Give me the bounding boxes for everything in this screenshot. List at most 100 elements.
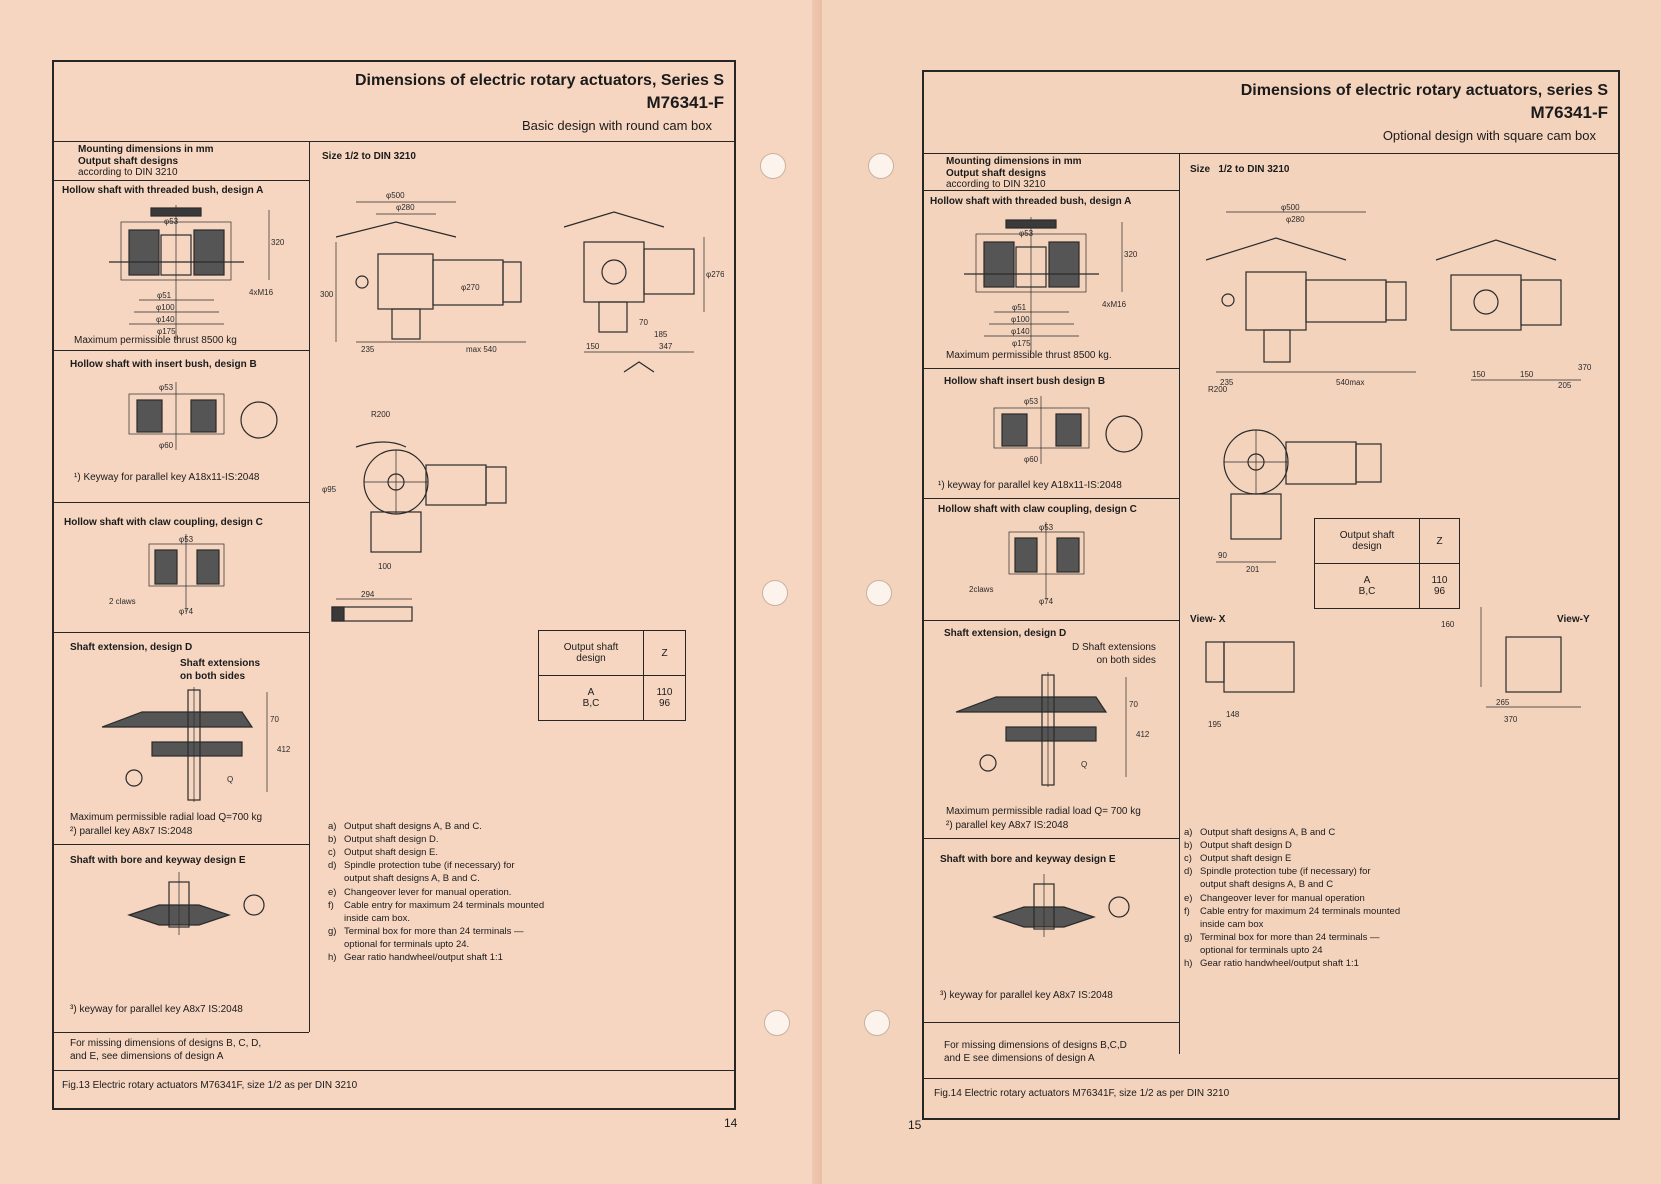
svg-text:φ53: φ53 bbox=[164, 217, 179, 226]
note-text: Output shaft designs A, B and C bbox=[1200, 827, 1336, 838]
svg-text:347: 347 bbox=[659, 342, 673, 351]
note-item: g) Terminal box for more than 24 terminal… bbox=[328, 925, 628, 951]
svg-text:φ276: φ276 bbox=[706, 270, 724, 279]
note-item: c) Output shaft design E. bbox=[328, 846, 628, 859]
note-text: Terminal box for more than 24 terminals … bbox=[1200, 931, 1380, 956]
punch-hole bbox=[760, 153, 786, 179]
right-actuator-side-view: φ500 φ280 235 540max 150 150 205 370 bbox=[1205, 203, 1592, 390]
svg-text:φ280: φ280 bbox=[1286, 215, 1305, 224]
note-text: Output shaft design D. bbox=[344, 834, 439, 846]
left-spindle-tube-drawing: 294 bbox=[331, 590, 413, 622]
note-key: h) bbox=[328, 952, 337, 964]
note-item: a) Output shaft designs A, B and C bbox=[1184, 826, 1484, 839]
note-key: a) bbox=[1184, 827, 1193, 838]
svg-text:70: 70 bbox=[1129, 700, 1138, 709]
svg-text:90: 90 bbox=[1218, 551, 1227, 560]
punch-hole bbox=[868, 153, 894, 179]
svg-text:370: 370 bbox=[1578, 363, 1592, 372]
svg-text:148: 148 bbox=[1226, 710, 1240, 719]
note-item: f)Cable entry for maximum 24 terminals m… bbox=[1184, 905, 1484, 931]
right-design-d-note2: ²) parallel key A8x7 IS:2048 bbox=[946, 820, 1069, 831]
svg-text:Q: Q bbox=[227, 775, 233, 784]
svg-text:φ60: φ60 bbox=[159, 441, 174, 450]
svg-text:300: 300 bbox=[320, 290, 334, 299]
right-model: M76341-F bbox=[1530, 103, 1608, 122]
right-page-number: 15 bbox=[908, 1118, 922, 1132]
note-item: a)Output shaft designs A, B and C. bbox=[328, 820, 628, 833]
note-item: b) Output shaft design D. bbox=[328, 833, 628, 846]
svg-text:φ60: φ60 bbox=[1024, 455, 1039, 464]
svg-text:φ500: φ500 bbox=[1281, 203, 1300, 212]
left-model: M76341-F bbox=[646, 93, 724, 112]
svg-text:φ53: φ53 bbox=[159, 383, 174, 392]
right-design-b-drawing: φ53 φ60 bbox=[993, 396, 1143, 464]
note-key: g) bbox=[328, 925, 337, 937]
left-design-a-note: Maximum permissible thrust 8500 kg bbox=[74, 335, 237, 346]
svg-text:φ53: φ53 bbox=[1024, 397, 1039, 406]
note-key: b) bbox=[328, 834, 337, 846]
left-design-b-note: ¹) Keyway for parallel key A18x11-IS:204… bbox=[74, 472, 260, 483]
svg-text:φ500: φ500 bbox=[386, 191, 405, 200]
right-view-x-label: View- X bbox=[1190, 614, 1226, 625]
note-text: Output shaft design D bbox=[1200, 840, 1292, 852]
right-design-b-note: ¹) keyway for parallel key A18x11-IS:204… bbox=[938, 480, 1122, 491]
right-table-cell-z: 110 96 bbox=[1419, 563, 1460, 609]
svg-text:φ53: φ53 bbox=[1039, 523, 1054, 532]
right-page: Dimensions of electric rotary actuators,… bbox=[822, 0, 1661, 1184]
note-key: c) bbox=[328, 847, 336, 859]
left-design-a-title: Hollow shaft with threaded bush, design … bbox=[62, 185, 264, 196]
svg-text:2claws: 2claws bbox=[969, 585, 993, 594]
note-item: d)Spindle protection tube (if necessary)… bbox=[1184, 865, 1484, 891]
svg-text:φ51: φ51 bbox=[157, 291, 172, 300]
left-actuator-side-view: φ500 φ280 300 235 max 540 φ270 bbox=[320, 191, 526, 354]
svg-text:φ175: φ175 bbox=[157, 327, 176, 336]
svg-text:150: 150 bbox=[1472, 370, 1486, 379]
svg-text:R200: R200 bbox=[371, 410, 391, 419]
note-text: Output shaft design E. bbox=[344, 847, 439, 859]
left-title: Dimensions of electric rotary actuators,… bbox=[354, 72, 724, 89]
left-design-d-note2: ²) parallel key A8x7 IS:2048 bbox=[70, 826, 193, 837]
note-key: g) bbox=[1184, 931, 1193, 943]
left-design-d-note1: Maximum permissible radial load Q=700 kg bbox=[70, 812, 263, 823]
note-item: e)Changeover lever for manual operation bbox=[1184, 892, 1484, 905]
right-z-table: Output shaft design Z A B,C 110 96 bbox=[1314, 518, 1460, 609]
note-item: f)Cable entry for maximum 24 terminals m… bbox=[328, 899, 628, 925]
left-design-e-drawing bbox=[127, 872, 265, 935]
note-item: g) Terminal box for more than 24 terminal… bbox=[1184, 931, 1484, 957]
right-design-d-title: Shaft extension, design D bbox=[944, 628, 1067, 639]
note-item: b)Output shaft design D bbox=[1184, 839, 1484, 852]
note-text: Gear ratio handwheel/output shaft 1:1 bbox=[344, 952, 503, 964]
left-size-label: Size 1/2 to DIN 3210 bbox=[322, 151, 416, 162]
left-table-header-z: Z bbox=[643, 630, 686, 676]
right-subtitle: Optional design with square cam box bbox=[1382, 128, 1596, 143]
svg-text:370: 370 bbox=[1504, 715, 1518, 724]
svg-text:412: 412 bbox=[277, 745, 291, 754]
right-design-e-note: ³) keyway for parallel key A8x7 IS:2048 bbox=[940, 990, 1113, 1001]
left-header: Dimensions of electric rotary actuators,… bbox=[54, 62, 734, 142]
right-column-divider bbox=[1179, 154, 1180, 1054]
note-text: Terminal box for more than 24 terminals … bbox=[344, 925, 524, 950]
svg-text:195: 195 bbox=[1208, 720, 1222, 729]
left-design-e-title: Shaft with bore and keyway design E bbox=[70, 855, 246, 866]
note-key: f) bbox=[328, 899, 334, 911]
svg-text:235: 235 bbox=[1220, 378, 1234, 387]
left-mounting-heading: Mounting dimensions in mm Output shaft d… bbox=[78, 144, 214, 178]
svg-text:φ270: φ270 bbox=[461, 283, 480, 292]
note-text: Changeover lever for manual operation. bbox=[344, 886, 512, 898]
punch-hole bbox=[764, 1010, 790, 1036]
svg-text:294: 294 bbox=[361, 590, 375, 599]
right-design-d-drawing: 70 412 Q bbox=[955, 672, 1150, 787]
note-key: f) bbox=[1184, 905, 1190, 917]
left-design-d-title: Shaft extension, design D bbox=[70, 642, 193, 653]
right-title: Dimensions of electric rotary actuators,… bbox=[1240, 82, 1608, 99]
left-design-c-title: Hollow shaft with claw coupling, design … bbox=[64, 517, 263, 528]
note-key: e) bbox=[328, 886, 337, 898]
left-table-header-design: Output shaft design bbox=[538, 630, 644, 676]
note-key: e) bbox=[1184, 892, 1193, 904]
right-design-d-note1: Maximum permissible radial load Q= 700 k… bbox=[946, 806, 1141, 817]
note-key: d) bbox=[328, 860, 337, 872]
punch-hole bbox=[762, 580, 788, 606]
note-text: Output shaft design E bbox=[1200, 853, 1292, 865]
left-notes-list: a)Output shaft designs A, B and C.b) Outp… bbox=[328, 820, 628, 964]
